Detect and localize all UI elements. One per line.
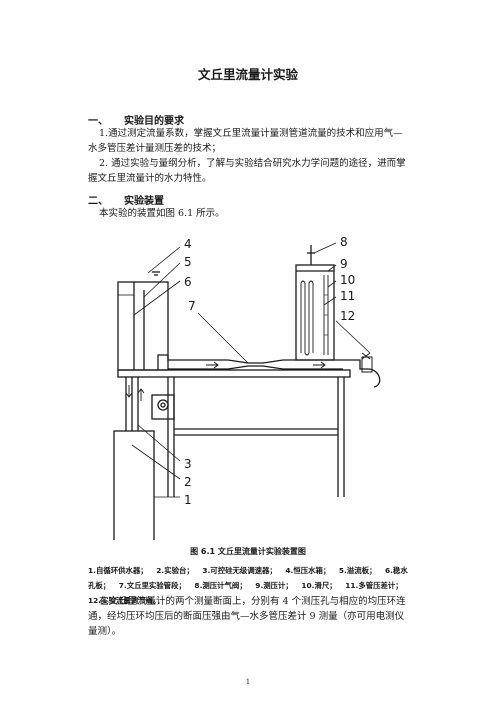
label-9: 9: [340, 257, 348, 271]
legend-item: 3.可控硅无级调速器；: [202, 566, 277, 575]
paragraph: 1.通过测定流量系数，掌握文丘里流量计量测管道流量的技术和应用气—水多管压差计量…: [88, 128, 403, 154]
legend-item: 9.测压计；: [255, 581, 293, 590]
legend-item: 8.测压计气阀；: [194, 581, 247, 590]
section-number: 一、: [88, 116, 108, 127]
label-5: 5: [184, 255, 192, 269]
section-heading-1: 一、 实验目的要求: [88, 112, 184, 127]
legend-item: 12.实验流量调节阀。: [88, 596, 161, 605]
label-10: 10: [340, 273, 356, 287]
legend-item: 2.实验台；: [156, 566, 194, 575]
label-1: 1: [184, 493, 192, 507]
legend-item: 6.稳水孔板；: [88, 566, 408, 590]
figure-legend: 1.自循环供水器； 2.实验台； 3.可控硅无级调速器； 4.恒压水箱； 5.溢…: [88, 563, 410, 608]
paragraph: 本实验的装置如图 6.1 所示。: [99, 208, 225, 219]
legend-item: 4.恒压水箱；: [285, 566, 331, 575]
label-6: 6: [184, 275, 192, 289]
page-title: 文丘里流量计实验: [197, 67, 298, 82]
section-heading-2: 二、 实验装置: [88, 192, 164, 207]
page-number: 1: [245, 678, 251, 686]
legend-item: 10.滑尺；: [301, 581, 337, 590]
legend-item: 7.文丘里实验管段；: [118, 581, 186, 590]
figure-caption: 图 6.1 文丘里流量计实验装置图: [190, 547, 306, 556]
label-7: 7: [188, 299, 196, 313]
label-3: 3: [184, 457, 192, 471]
label-8: 8: [340, 235, 348, 249]
label-11: 11: [340, 289, 356, 303]
section-number: 二、: [88, 196, 108, 207]
label-2: 2: [184, 475, 192, 489]
section-title: 实验装置: [124, 196, 164, 207]
section-title: 实验目的要求: [124, 116, 184, 127]
label-4: 4: [184, 237, 192, 251]
label-12: 12: [340, 309, 356, 323]
legend-item: 1.自循环供水器；: [88, 566, 148, 575]
legend-item: 11.多管压差计；: [345, 581, 403, 590]
apparatus-diagram: 1 2 3 4 5 6 7 8 9 10 11 12: [108, 235, 408, 542]
legend-item: 5.溢流板；: [338, 566, 377, 575]
paragraph: 2. 通过实验与量纲分析，了解与实验结合研究水力学问题的途径，进而掌握文丘里流量…: [88, 158, 406, 184]
paragraph: 在文丘里流量计的两个测量断面上，分别有 4 个测压孔与相应的均压环连通，经均压环…: [88, 596, 406, 637]
